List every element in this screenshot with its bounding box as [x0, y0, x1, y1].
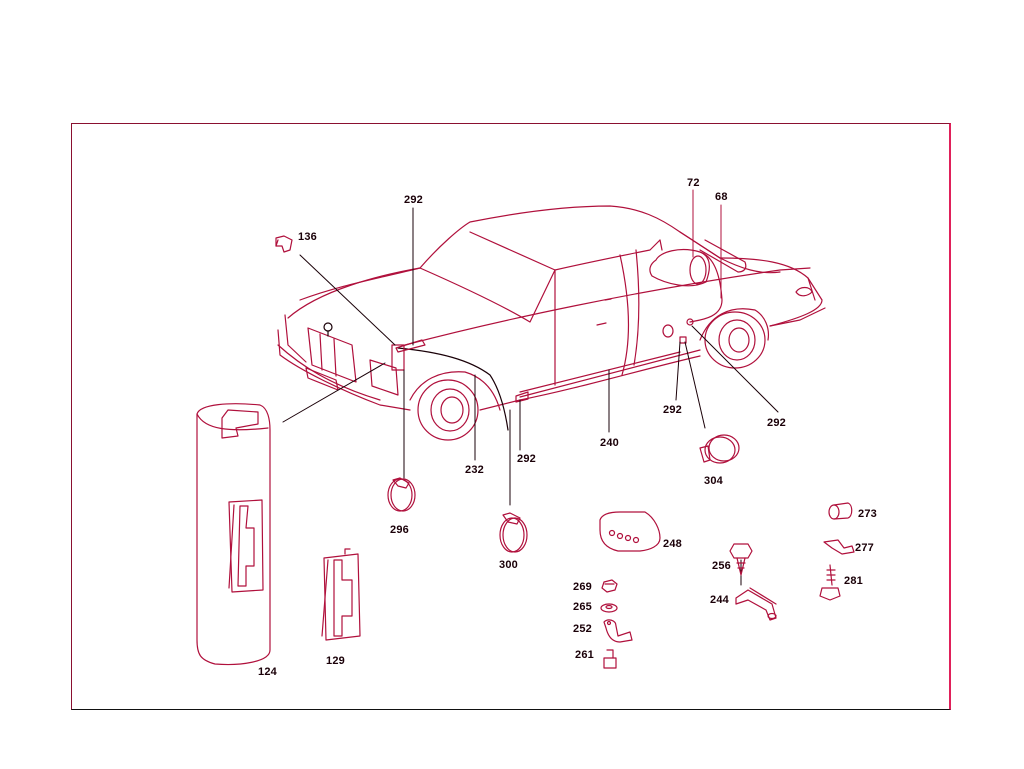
- tank-assembly: [649, 239, 723, 323]
- callout-232[interactable]: 232: [465, 464, 484, 476]
- part-277-clip-icon: [823, 539, 855, 555]
- callout-300[interactable]: 300: [499, 559, 518, 571]
- part-296-hose-clamp-icon: [387, 477, 416, 512]
- callout-296[interactable]: 296: [390, 524, 409, 536]
- part-248-connector-block-icon: [599, 511, 661, 552]
- callout-265[interactable]: 265: [573, 601, 592, 613]
- part-261-screw-icon: [603, 649, 617, 669]
- rear-grommet: [686, 318, 694, 326]
- callout-292-sill[interactable]: 292: [517, 453, 536, 465]
- callout-261[interactable]: 261: [575, 649, 594, 661]
- diagram-frame: [71, 123, 951, 710]
- sill-clip: [515, 391, 529, 403]
- callout-304[interactable]: 304: [704, 475, 723, 487]
- callout-68[interactable]: 68: [715, 191, 728, 203]
- harness-line: [397, 347, 509, 431]
- callout-136[interactable]: 136: [298, 231, 317, 243]
- part-281-screw-icon: [819, 564, 841, 601]
- rear-connector: [662, 324, 674, 338]
- callout-244[interactable]: 244: [710, 594, 729, 606]
- callout-292-rear-right[interactable]: 292: [767, 417, 786, 429]
- part-273-sleeve-icon: [828, 502, 853, 520]
- part-124-cover-icon: [196, 403, 271, 666]
- callout-292-front[interactable]: 292: [404, 194, 423, 206]
- callout-269[interactable]: 269: [573, 581, 592, 593]
- callout-72[interactable]: 72: [687, 177, 700, 189]
- part-244-bracket-icon: [735, 587, 777, 621]
- callout-240[interactable]: 240: [600, 437, 619, 449]
- part-265-washer-icon: [600, 603, 618, 613]
- part-256-bolt-icon: [729, 543, 753, 576]
- part-136-clip-icon: [275, 235, 293, 253]
- callout-273[interactable]: 273: [858, 508, 877, 520]
- callout-256[interactable]: 256: [712, 560, 731, 572]
- car-body-illustration: [277, 205, 826, 441]
- part-129-bracket-icon: [321, 548, 361, 641]
- callout-281[interactable]: 281: [844, 575, 863, 587]
- part-269-nut-icon: [601, 579, 618, 593]
- callout-277[interactable]: 277: [855, 542, 874, 554]
- part-300-hose-clamp-icon: [499, 512, 528, 553]
- callout-129[interactable]: 129: [326, 655, 345, 667]
- callout-248[interactable]: 248: [663, 538, 682, 550]
- rear-clip: [679, 336, 687, 344]
- leader-lines: [282, 189, 779, 586]
- callout-124[interactable]: 124: [258, 666, 277, 678]
- callout-252[interactable]: 252: [573, 623, 592, 635]
- callout-292-rear-left[interactable]: 292: [663, 404, 682, 416]
- part-304-hose-clamp-icon: [699, 434, 740, 464]
- part-252-clamp-icon: [603, 619, 633, 643]
